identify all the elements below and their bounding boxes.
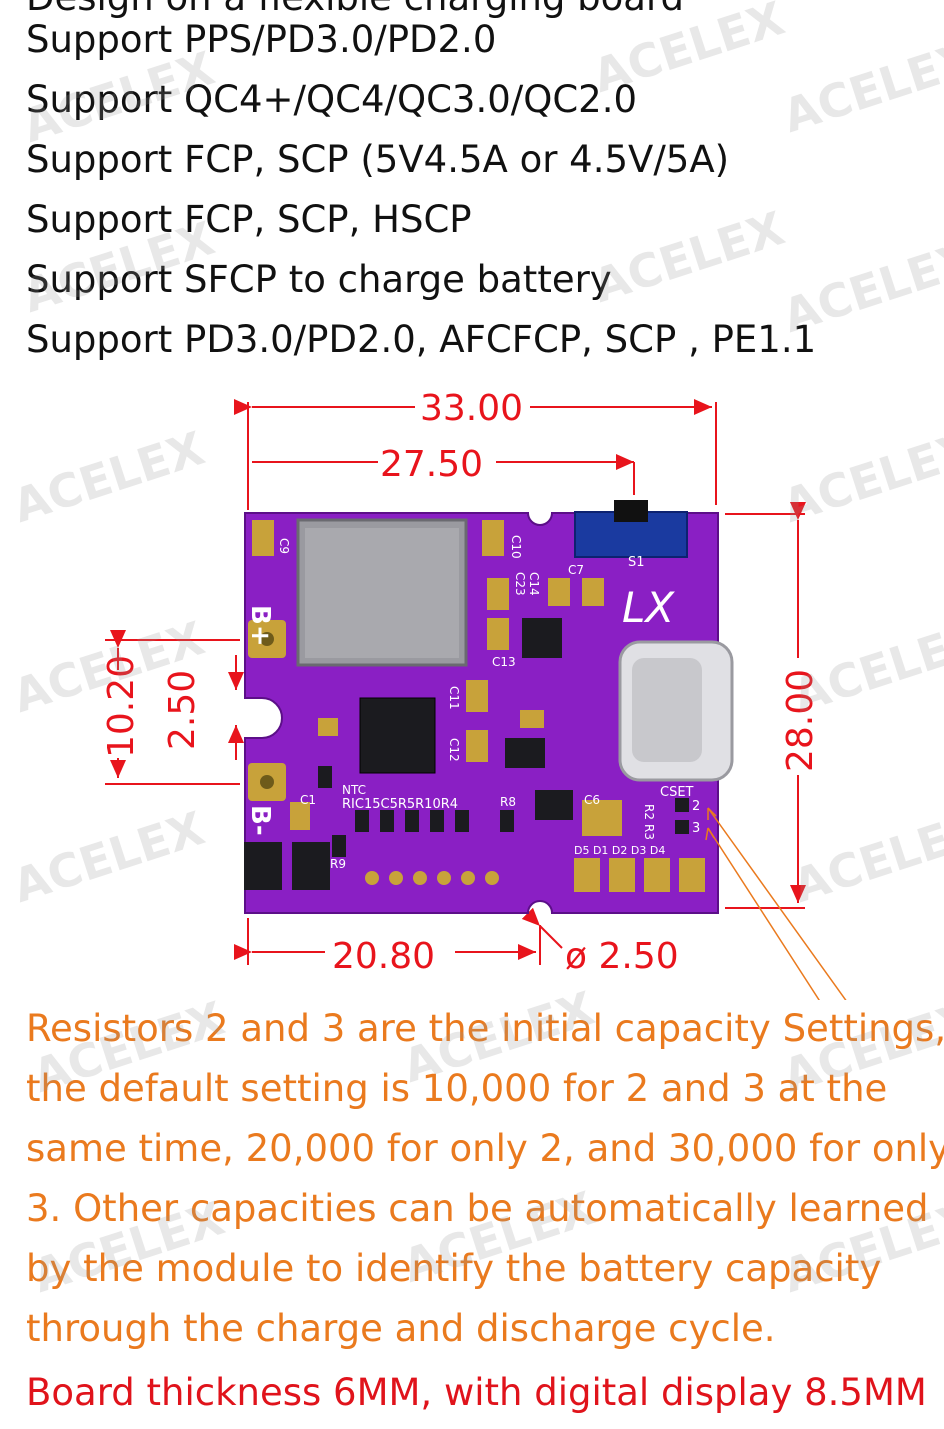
note-line-4: 3. Other capacities can be automatically… (26, 1187, 929, 1230)
resistor-2 (675, 798, 689, 812)
feature-line-hscp: Support FCP, SCP, HSCP (26, 198, 472, 241)
label-c7: C7 (568, 563, 584, 577)
label-c13: C13 (492, 655, 516, 669)
dim-hole-label: ø 2.50 (565, 936, 679, 977)
label-leds: D5 D1 D2 D3 D4 (574, 844, 665, 857)
dim-pad-span-label: 10.20 (101, 655, 142, 758)
dim-height-label: 28.00 (780, 669, 821, 772)
dim-bottom-label: 20.80 (332, 936, 435, 977)
main-ic (359, 697, 436, 774)
note-line-6: through the charge and discharge cycle. (26, 1307, 776, 1350)
label-c23: C23 (513, 572, 527, 596)
feature-line-pps: Support PPS/PD3.0/PD2.0 (26, 18, 497, 61)
label-c14: C14 (527, 572, 541, 596)
label-r9: R9 (330, 857, 346, 871)
note-line-1: Resistors 2 and 3 are the initial capaci… (26, 1007, 944, 1050)
feature-line-pd-afc: Support PD3.0/PD2.0, AFCFCP, SCP , PE1.1 (26, 318, 817, 361)
dim-width-inner-label: 27.50 (380, 444, 483, 485)
label-b-minus: B- (245, 805, 275, 836)
label-b-plus: B+ (245, 605, 275, 647)
label-res-2: 2 (692, 799, 700, 814)
board-dimension-diagram: 33.00 27.50 20.80 ø 2.50 28.00 10.20 2.5… (101, 388, 847, 1000)
feature-line-sfcp: Support SFCP to charge battery (26, 258, 612, 301)
note-line-5: by the module to identify the battery ca… (26, 1247, 882, 1290)
label-c11: C11 (447, 686, 461, 710)
label-r3: R3 (642, 824, 656, 840)
dim-width-total-label: 33.00 (420, 388, 523, 429)
pcb-board: LX B+ B- S1 CSET NTC RIC15C5R5R10R4 R8 R… (244, 500, 734, 914)
note-line-3: same time, 20,000 for only 2, and 30,000… (26, 1127, 944, 1170)
label-c6: C6 (584, 793, 600, 807)
label-ntc: NTC (342, 783, 366, 797)
label-c9: C9 (277, 538, 291, 554)
feature-line-partial: Design on a flexible charging board (26, 0, 684, 20)
label-cset: CSET (660, 785, 694, 800)
watermark: ACELEX (586, 200, 791, 314)
label-c12: C12 (447, 738, 461, 762)
resistor-3 (675, 820, 689, 834)
resistor-pointer-lines (705, 807, 847, 1000)
watermark: ACELEX (776, 30, 944, 144)
dimension-lines (105, 399, 806, 965)
thickness-note: Board thickness 6MM, with digital displa… (26, 1371, 927, 1414)
label-c1: C1 (300, 793, 316, 807)
label-s1: S1 (628, 555, 645, 570)
brand-lx: LX (622, 583, 675, 632)
label-res-3: 3 (692, 821, 700, 836)
label-r2: R2 (642, 804, 656, 820)
feature-line-fcp-scp-current: Support FCP, SCP (5V4.5A or 4.5V/5A) (26, 138, 730, 181)
note-line-2: the default setting is 10,000 for 2 and … (26, 1067, 888, 1110)
label-r8: R8 (500, 795, 516, 809)
feature-line-qc: Support QC4+/QC4/QC3.0/QC2.0 (26, 78, 638, 121)
label-resistor-row: RIC15C5R5R10R4 (342, 797, 458, 812)
dim-slot-label: 2.50 (162, 670, 203, 750)
label-c10: C10 (509, 535, 523, 559)
